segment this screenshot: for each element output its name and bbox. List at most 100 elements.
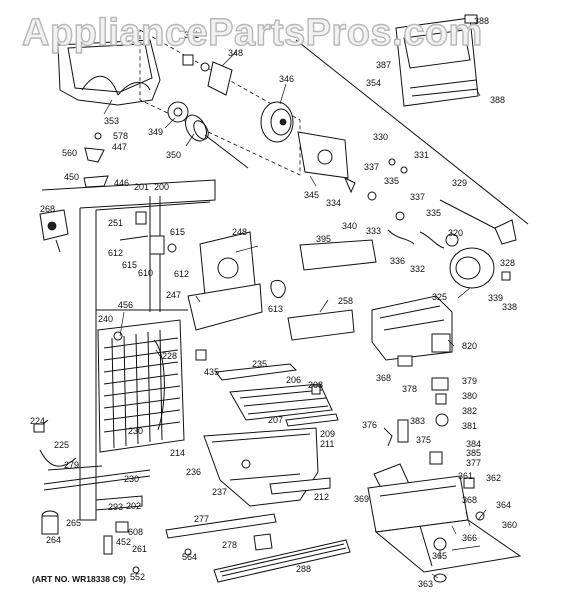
thermostat-268-part xyxy=(39,209,69,253)
cabinet-edge-line xyxy=(295,39,529,225)
part-label: 612 xyxy=(174,269,189,279)
part-label: 560 xyxy=(62,148,77,158)
part-label: 237 xyxy=(212,487,227,497)
part-label: 610 xyxy=(138,268,153,278)
part-label: 332 xyxy=(410,264,425,274)
part-label: 335 xyxy=(384,176,399,186)
part-label: 288 xyxy=(296,564,311,574)
part-label: 200 xyxy=(154,182,169,192)
part-label: 277 xyxy=(194,514,209,524)
part-label: 447 xyxy=(112,142,127,152)
part-label: 368 xyxy=(462,495,477,505)
motor-bracket-part xyxy=(297,131,349,179)
part-label: 236 xyxy=(186,467,201,477)
part-label: 336 xyxy=(390,256,405,266)
part-label: 339 xyxy=(488,293,503,303)
evaporator-part xyxy=(97,319,185,453)
part-label: 261 xyxy=(132,544,147,554)
part-label: 360 xyxy=(502,520,517,530)
part-label: 325 xyxy=(432,292,447,302)
part-label: 225 xyxy=(54,440,69,450)
part-label: 363 xyxy=(418,579,433,589)
part-label: 350 xyxy=(166,150,181,160)
part-label: 264 xyxy=(46,535,61,545)
part-label: 820 xyxy=(462,341,477,351)
part-label: 552 xyxy=(130,572,145,582)
leader-lines xyxy=(103,51,487,579)
part-label: 230 xyxy=(128,426,143,436)
icemaker-assembly-part xyxy=(371,295,453,361)
part-label: 333 xyxy=(366,226,381,236)
part-label: 382 xyxy=(462,406,477,416)
bottom-left-parts xyxy=(41,495,143,555)
part-label: 268 xyxy=(40,204,55,214)
base-grille-parts xyxy=(132,513,351,583)
part-label: 335 xyxy=(426,208,441,218)
part-label: 388 xyxy=(490,95,505,105)
part-label: 202 xyxy=(126,501,141,511)
part-label: 214 xyxy=(170,448,185,458)
part-label: 207 xyxy=(268,415,283,425)
door-dispenser-part xyxy=(395,14,479,107)
fan-shroud-part xyxy=(187,231,286,331)
part-label: 351 xyxy=(184,30,199,40)
part-label: 395 xyxy=(316,234,331,244)
dashed-boundary xyxy=(139,29,301,176)
part-label: 353 xyxy=(104,116,119,126)
part-label: 379 xyxy=(462,376,477,386)
part-label: 228 xyxy=(162,351,177,361)
auger-gear-part xyxy=(167,101,249,169)
part-label: 334 xyxy=(326,198,341,208)
part-label: 230 xyxy=(124,474,139,484)
part-label: 380 xyxy=(462,391,477,401)
crisper-drawer-part xyxy=(203,427,331,507)
part-label: 365 xyxy=(432,551,447,561)
part-label: 385 xyxy=(466,448,481,458)
cabinet-liner xyxy=(41,179,216,521)
part-label: 388 xyxy=(474,16,489,26)
part-label: 364 xyxy=(496,500,511,510)
part-label: 446 xyxy=(114,178,129,188)
part-label: 337 xyxy=(410,192,425,202)
part-label: 387 xyxy=(376,60,391,70)
part-label: 340 xyxy=(342,221,357,231)
part-label: 368 xyxy=(376,373,391,383)
part-label: 452 xyxy=(116,537,131,547)
part-label: 258 xyxy=(338,296,353,306)
part-label: 348 xyxy=(228,48,243,58)
part-label: 608 xyxy=(128,527,143,537)
part-label: 613 xyxy=(268,304,283,314)
wiring-small-parts xyxy=(119,211,177,255)
part-label: 361 xyxy=(458,471,473,481)
part-label: 337 xyxy=(364,162,379,172)
part-label: 206 xyxy=(286,375,301,385)
part-label: 346 xyxy=(279,74,294,84)
part-label: 329 xyxy=(452,178,467,188)
drain-parts xyxy=(33,419,151,491)
water-valve-parts xyxy=(344,158,517,249)
shelf-parts xyxy=(195,349,339,427)
part-label: 564 xyxy=(182,552,197,562)
part-labels: 388 387 388 351 348 353 354 346 578 447 … xyxy=(30,16,517,589)
part-label: 456 xyxy=(118,300,133,310)
watermark: AppliancePartsPros.com xyxy=(21,11,483,54)
part-label: 384 xyxy=(466,439,481,449)
part-label: 435 xyxy=(204,367,219,377)
part-label: 345 xyxy=(304,190,319,200)
part-label: 328 xyxy=(500,258,515,268)
left-hinge-parts xyxy=(83,132,109,188)
part-label: 235 xyxy=(252,359,267,369)
part-label: 349 xyxy=(148,127,163,137)
art-number: (ART NO. WR18338 C9) xyxy=(32,574,126,584)
part-label: 375 xyxy=(416,435,431,445)
part-label: 377 xyxy=(466,458,481,468)
part-label: 338 xyxy=(502,302,517,312)
part-label: 211 xyxy=(320,439,334,449)
part-label: 615 xyxy=(170,227,185,237)
part-label: 279 xyxy=(64,460,79,470)
icemaker-housing-part xyxy=(445,233,511,289)
part-label: 265 xyxy=(66,518,81,528)
part-label: 320 xyxy=(448,228,463,238)
auger-bracket-part xyxy=(182,54,233,96)
